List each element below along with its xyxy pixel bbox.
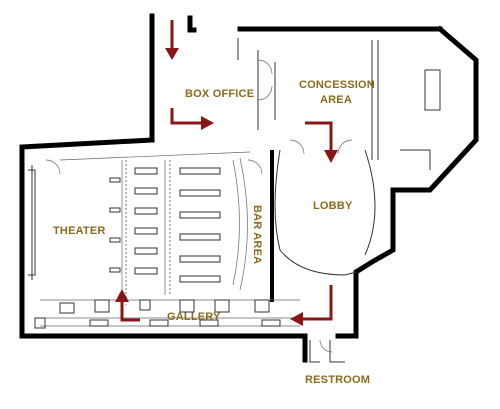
door-swings [45, 59, 353, 353]
theater-seating [109, 167, 221, 283]
restroom-label: RESTROOM [305, 374, 370, 386]
theater-label: THEATER [53, 225, 106, 237]
lobby-label: LOBBY [313, 200, 353, 212]
path-arrow-icon [170, 108, 214, 130]
concession-area-label: CONCESSION [299, 79, 375, 91]
path-arrow-icon [165, 20, 179, 60]
interior-walls [28, 38, 441, 363]
exterior-walls [19, 13, 479, 363]
concession-area-label-line2: AREA [320, 94, 352, 106]
gallery-label: GALLERY [167, 311, 221, 323]
path-arrow-icon [115, 289, 140, 322]
box-office-label: BOX OFFICE [185, 88, 254, 100]
bar-area-label: BAR AREA [251, 205, 263, 264]
path-arrow-icon [305, 121, 338, 163]
path-arrow-icon [290, 285, 333, 326]
gallery-furniture [34, 299, 281, 329]
